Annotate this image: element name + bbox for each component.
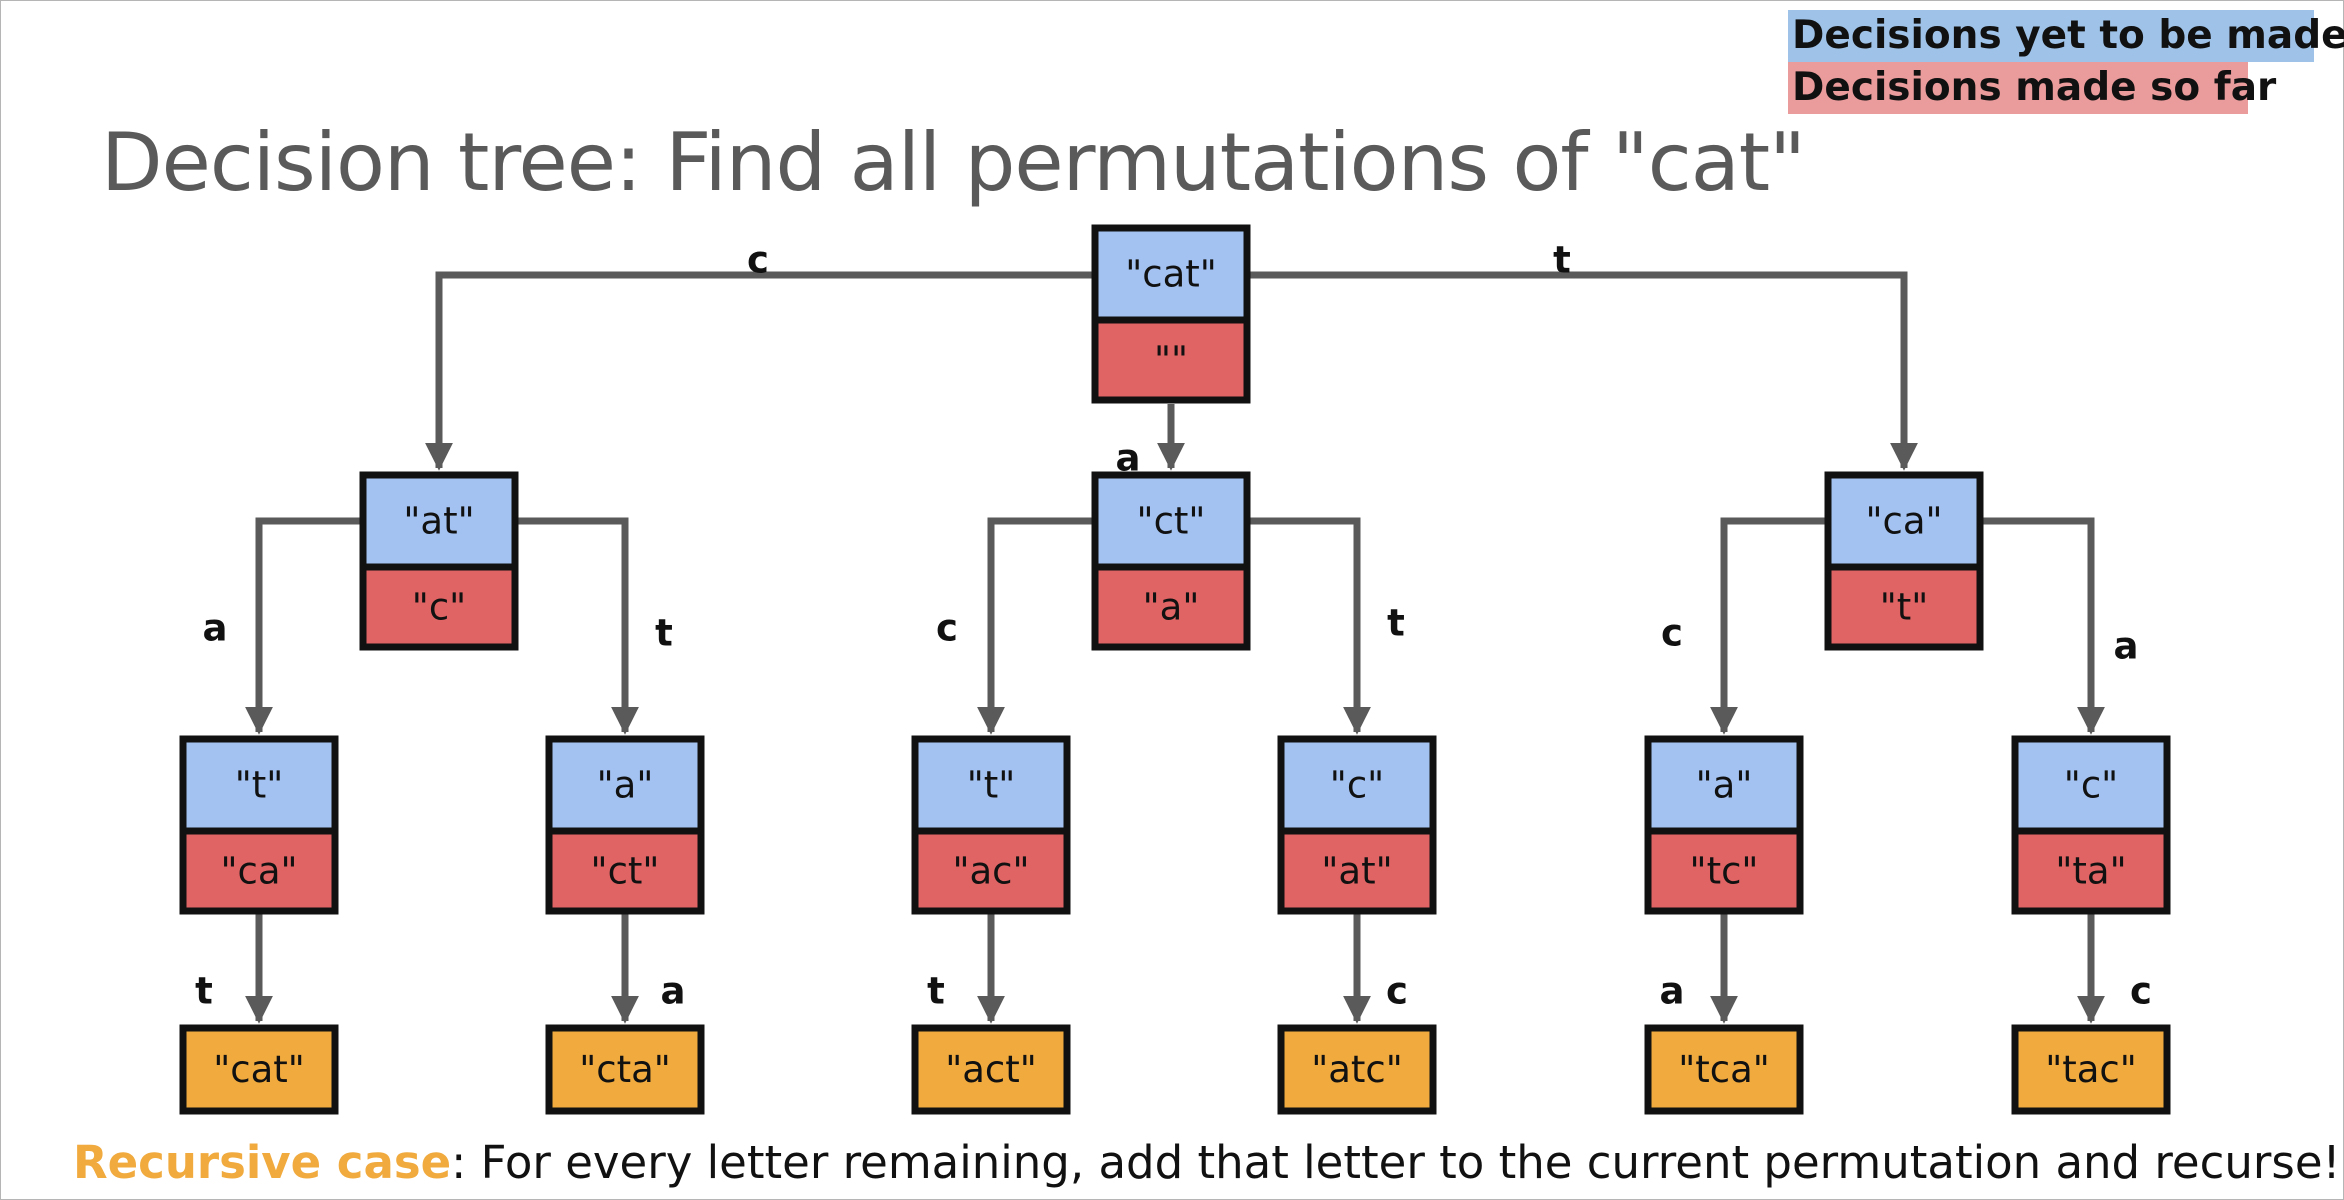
edge-label: a: [2114, 625, 2139, 668]
tree-node-c1: "c" "at": [1277, 735, 1437, 915]
leaf-node-0: "cat": [179, 1024, 339, 1115]
node-remaining-text: "c": [2064, 764, 2118, 807]
edge-at-a1: [515, 517, 639, 735]
node-chosen-box: [1824, 563, 1984, 651]
node-remaining-text: "cat": [1125, 253, 1217, 296]
edge-ca-c2: [1980, 517, 2105, 735]
leaf-node-4: "tca": [1644, 1024, 1804, 1115]
node-remaining-text: "c": [1330, 764, 1384, 807]
edge-ct-c1: [1247, 517, 1371, 735]
node-chosen-text: "ac": [952, 850, 1029, 893]
node-remaining-text: "a": [1696, 764, 1753, 807]
node-chosen-text: "": [1154, 339, 1188, 382]
node-remaining-text: "t": [235, 764, 284, 807]
leaf-node-2: "act": [911, 1024, 1071, 1115]
edge-root-ca: [1249, 271, 1918, 471]
slide-title: Decision tree: Find all permutations of …: [101, 116, 1806, 209]
leaf-box: [2011, 1024, 2171, 1115]
leaf-text: "atc": [1311, 1048, 1403, 1091]
node-chosen-box: [545, 827, 705, 915]
node-remaining-box: [1091, 471, 1251, 571]
leaf-text: "cat": [213, 1048, 305, 1091]
edge-ca-a2: [1710, 517, 1828, 735]
node-chosen-text: "tc": [1690, 850, 1759, 893]
leaf-text: "tac": [2045, 1048, 2137, 1091]
edge-label: a: [661, 970, 686, 1013]
legend-decisions-yet: Decisions yet to be made: [1788, 10, 2344, 62]
node-chosen-box: [179, 827, 339, 915]
tree-node-a2: "a" "tc": [1644, 735, 1804, 915]
leaf-text: "act": [945, 1048, 1037, 1091]
tree-node-root: "cat" "": [1091, 224, 1251, 404]
edge-label: t: [1387, 602, 1405, 645]
node-remaining-box: [1824, 471, 1984, 571]
edge-label: t: [195, 970, 213, 1013]
node-remaining-box: [1644, 735, 1804, 835]
tree-node-ct: "ct" "a": [1091, 471, 1251, 651]
tree-node-ca: "ca" "t": [1824, 471, 1984, 651]
node-remaining-text: "a": [597, 764, 654, 807]
edge-label: c: [1386, 970, 1408, 1013]
node-chosen-box: [2011, 827, 2171, 915]
node-chosen-text: "t": [1880, 586, 1929, 629]
edge-label: c: [936, 607, 958, 650]
node-chosen-box: [1277, 827, 1437, 915]
node-chosen-text: "a": [1143, 586, 1200, 629]
leaf-node-3: "atc": [1277, 1024, 1437, 1115]
leaf-box: [911, 1024, 1071, 1115]
node-chosen-text: "ta": [2055, 850, 2126, 893]
node-chosen-box: [1644, 827, 1804, 915]
leaf-box: [1644, 1024, 1804, 1115]
edge-label: c: [1661, 612, 1683, 655]
leaf-box: [545, 1024, 705, 1115]
leaf-node-1: "cta": [545, 1024, 705, 1115]
node-remaining-box: [1277, 735, 1437, 835]
leaf-box: [1277, 1024, 1437, 1115]
tree-node-t1: "t" "ca": [179, 735, 339, 915]
footer-highlight: Recursive case: [73, 1136, 452, 1189]
node-chosen-text: "ct": [591, 850, 660, 893]
edge-root-at: [425, 271, 1093, 471]
edge-at-t1: [245, 517, 363, 735]
node-chosen-text: "at": [1321, 850, 1392, 893]
edge-ct-t2: [977, 517, 1095, 735]
legend-decisions-made: Decisions made so far: [1788, 62, 2276, 114]
edge-label: c: [747, 239, 769, 282]
node-chosen-box: [1091, 316, 1251, 404]
node-chosen-text: "c": [412, 586, 466, 629]
node-remaining-box: [545, 735, 705, 835]
node-remaining-text: "ca": [1865, 500, 1942, 543]
tree-node-t2: "t" "ac": [911, 735, 1071, 915]
tree-node-a1: "a" "ct": [545, 735, 705, 915]
edge-label: a: [203, 607, 228, 650]
leaf-node-5: "tac": [2011, 1024, 2171, 1115]
tree-node-c2: "c" "ta": [2011, 735, 2171, 915]
footer-note: Recursive case: For every letter remaini…: [73, 1133, 2341, 1193]
node-chosen-text: "ca": [220, 850, 297, 893]
leaf-text: "tca": [1678, 1048, 1770, 1091]
node-remaining-box: [911, 735, 1071, 835]
edge-label: a: [1660, 970, 1685, 1013]
node-chosen-box: [359, 563, 519, 651]
footer-text: : For every letter remaining, add that l…: [451, 1136, 2341, 1189]
node-remaining-box: [179, 735, 339, 835]
tree-node-at: "at" "c": [359, 471, 519, 651]
leaf-box: [179, 1024, 339, 1115]
node-remaining-text: "at": [403, 500, 474, 543]
node-chosen-box: [911, 827, 1071, 915]
edge-label: t: [1553, 239, 1571, 282]
edge-label: t: [655, 612, 673, 655]
node-chosen-box: [1091, 563, 1251, 651]
leaf-text: "cta": [579, 1048, 671, 1091]
edge-label: c: [2130, 970, 2152, 1013]
node-remaining-text: "t": [967, 764, 1016, 807]
edge-label: t: [927, 970, 945, 1013]
node-remaining-text: "ct": [1137, 500, 1206, 543]
